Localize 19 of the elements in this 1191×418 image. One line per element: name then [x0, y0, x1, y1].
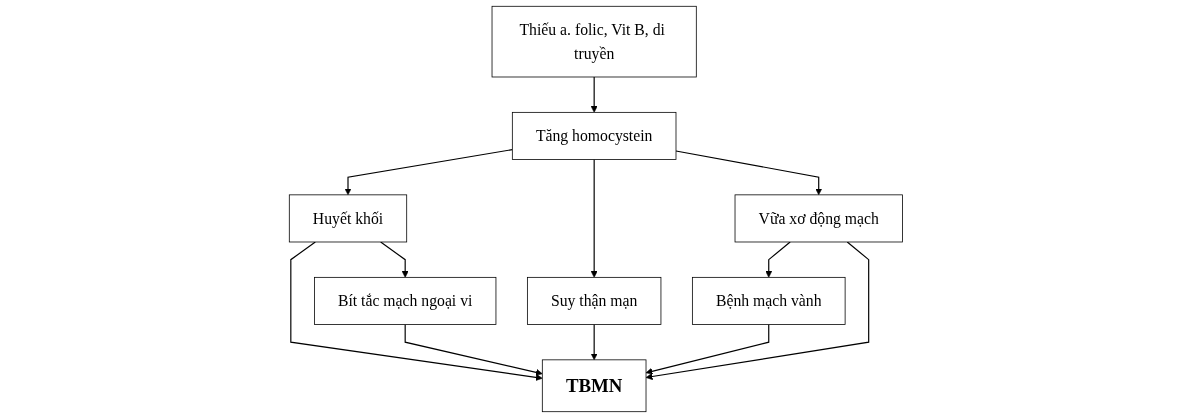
node-box: Thiếu a. folic, Vit B, di truyền: [491, 5, 697, 78]
node-box: Suy thận mạn: [526, 276, 661, 325]
arrow: [645, 241, 869, 380]
arrow: [645, 323, 769, 375]
node-box: Tăng homocystein: [511, 111, 677, 160]
arrow: [590, 323, 598, 361]
arrow: [764, 241, 791, 278]
arrow: [379, 241, 409, 278]
node-box: TBMN: [541, 359, 647, 413]
node-box: Bít tắc mạch ngoại vi: [313, 276, 496, 325]
arrow: [404, 323, 543, 376]
arrow: [590, 158, 598, 278]
node-box: Bệnh mạch vành: [691, 276, 846, 325]
arrow: [344, 149, 513, 196]
node-box: Vữa xơ động mạch: [734, 194, 903, 243]
node-box: Huyết khối: [288, 194, 407, 243]
arrow: [289, 241, 543, 381]
arrow: [590, 76, 598, 113]
arrow: [675, 150, 822, 196]
